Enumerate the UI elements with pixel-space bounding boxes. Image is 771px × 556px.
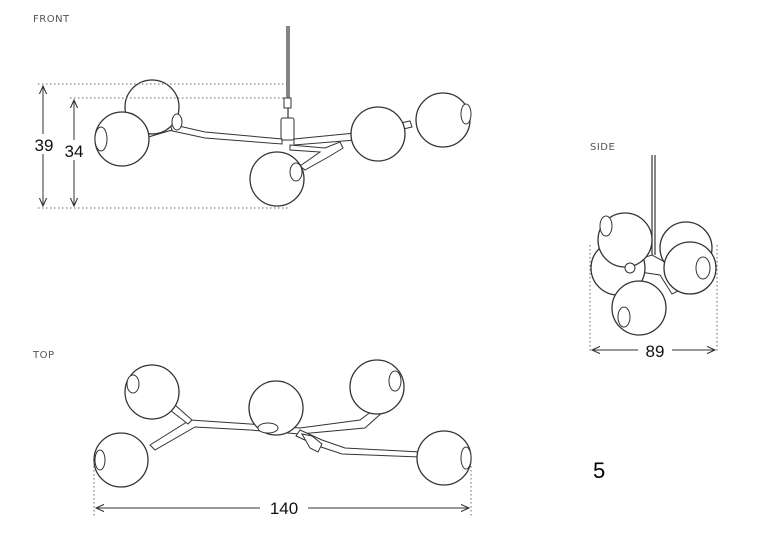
front-lower-arm — [289, 141, 344, 171]
top-globe-center — [248, 380, 304, 436]
side-globe-bottom — [611, 280, 667, 336]
height-39-label: 39 — [35, 136, 54, 155]
top-globe-front-left — [93, 432, 149, 488]
front-center-hub — [280, 117, 295, 141]
side-view: 89 — [589, 155, 718, 361]
front-globe-bottom — [249, 151, 305, 207]
front-view: 39 34 — [30, 26, 472, 209]
depth-89-label: 89 — [646, 342, 665, 361]
front-left-arm — [167, 123, 283, 145]
top-view-label: TOP — [32, 350, 55, 361]
side-globe-right — [663, 241, 717, 295]
height-34-label: 34 — [65, 142, 84, 161]
top-view: 140 — [93, 359, 472, 518]
front-view-label: FRONT — [33, 14, 70, 25]
length-140-label: 140 — [270, 499, 298, 518]
side-view-label: SIDE — [590, 142, 615, 153]
front-globe-mid-right — [350, 106, 406, 162]
top-globe-back-left — [124, 364, 180, 420]
page-number: 5 — [593, 458, 605, 483]
front-rod-coupling — [283, 97, 292, 109]
